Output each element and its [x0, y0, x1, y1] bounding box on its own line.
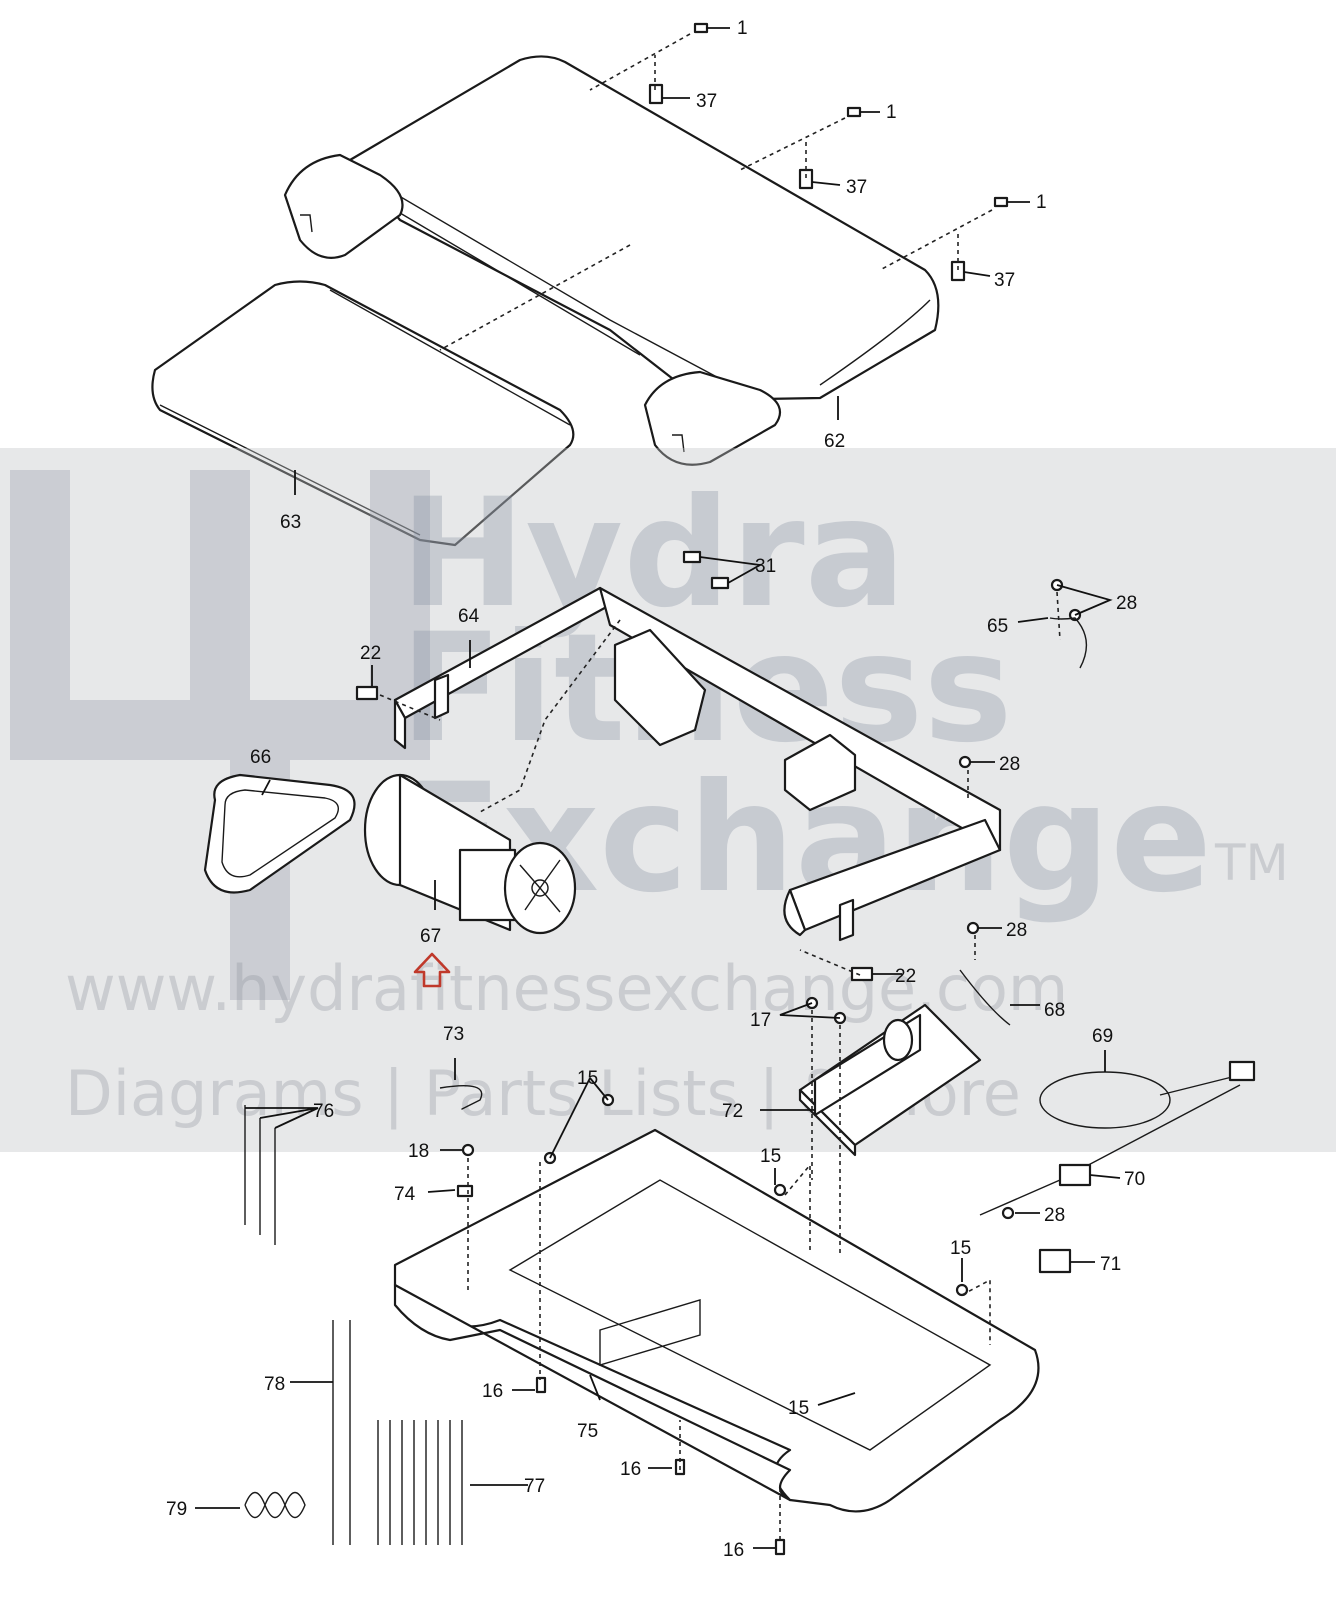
screw-1a-icon	[693, 22, 709, 34]
cord-connector-70-icon	[1058, 1163, 1092, 1187]
clips-79	[244, 1491, 306, 1519]
ground-wire-68	[959, 969, 1011, 1026]
callout-labels: 1 37 1 37 1 37 62 63 31 28 65 64 22 66 2…	[166, 18, 1145, 1561]
label-16: 16	[723, 1540, 744, 1561]
bolt-31b-icon	[710, 576, 730, 590]
label-15: 15	[760, 1146, 781, 1167]
watermark-word-2: Fitness	[400, 602, 1013, 776]
axle-22b-icon	[850, 966, 874, 982]
label-66: 66	[250, 747, 271, 768]
label-62: 62	[824, 431, 845, 452]
label-1: 1	[886, 102, 897, 123]
drive-belt-66	[203, 773, 356, 894]
screw-1b-icon	[846, 106, 862, 118]
watermark-url: www.hydrafitnessexchange.com	[65, 952, 1068, 1025]
label-22: 22	[895, 966, 916, 987]
label-37: 37	[696, 91, 717, 112]
tie-wraps-78	[332, 1320, 351, 1545]
label-28: 28	[1044, 1205, 1065, 1226]
label-68: 68	[1044, 1000, 1065, 1021]
screw-1c-icon	[993, 196, 1009, 208]
watermark-word-1: Hydra	[400, 467, 906, 641]
label-1: 1	[1036, 192, 1047, 213]
controller-board-72	[798, 1003, 982, 1157]
label-73: 73	[443, 1024, 464, 1045]
screw-28-icon	[958, 578, 1082, 1220]
label-28: 28	[1006, 920, 1027, 941]
red-up-arrow-icon	[413, 952, 451, 988]
wires	[439, 617, 1256, 1274]
watermark-trademark: TM	[1214, 834, 1289, 892]
label-64: 64	[458, 606, 480, 627]
bolt-31a-icon	[682, 550, 702, 564]
cable-73	[439, 1085, 483, 1110]
label-1: 1	[737, 18, 748, 39]
label-37: 37	[846, 177, 867, 198]
leader-lines	[195, 27, 1121, 1549]
label-28: 28	[1116, 593, 1137, 614]
label-17: 17	[750, 1010, 771, 1031]
hood-end-cap-left	[283, 153, 404, 259]
switch-71-icon	[1038, 1248, 1072, 1274]
label-69: 69	[1092, 1026, 1113, 1047]
watermark-logo-icon	[10, 470, 430, 1000]
label-72: 72	[722, 1101, 743, 1122]
clip-37c-icon	[950, 260, 966, 282]
label-71: 71	[1100, 1254, 1121, 1275]
tie-wraps-77	[377, 1420, 463, 1545]
motor-hood-base-75	[393, 1128, 1040, 1513]
label-74: 74	[394, 1184, 416, 1205]
label-31: 31	[755, 556, 776, 577]
bracket-74-icon	[456, 1184, 474, 1198]
screw-18-icon	[461, 1143, 475, 1157]
clip-37b-icon	[798, 168, 814, 190]
axle-22a-icon	[355, 685, 379, 701]
label-16: 16	[620, 1459, 641, 1480]
label-15: 15	[577, 1068, 598, 1089]
label-15: 15	[788, 1398, 809, 1419]
assembly-lines	[379, 33, 1061, 1540]
label-63: 63	[280, 512, 301, 533]
label-15: 15	[950, 1238, 971, 1259]
power-plug-icon	[1228, 1060, 1256, 1082]
label-67: 67	[420, 926, 441, 947]
drive-motor-67	[363, 773, 577, 935]
hood-end-cap-right	[643, 370, 782, 466]
label-37: 37	[994, 270, 1015, 291]
front-cover-63	[151, 280, 575, 547]
clip-37a-icon	[648, 83, 664, 105]
hood-cover-62	[348, 55, 940, 402]
label-65: 65	[987, 616, 1008, 637]
label-78: 78	[264, 1374, 285, 1395]
label-28: 28	[999, 754, 1020, 775]
label-77: 77	[524, 1476, 545, 1497]
label-79: 79	[166, 1499, 187, 1520]
label-22: 22	[360, 643, 381, 664]
label-16: 16	[482, 1381, 503, 1402]
label-75: 75	[577, 1421, 598, 1442]
motor-frame-64	[393, 586, 1002, 942]
label-18: 18	[408, 1141, 429, 1162]
label-76: 76	[313, 1101, 334, 1122]
tie-wraps-76	[244, 1105, 276, 1245]
watermark-layer: Hydra Fitness Exchange TM www.hydrafitne…	[0, 448, 1336, 1152]
ground-wire-65	[1049, 617, 1088, 669]
label-70: 70	[1124, 1169, 1145, 1190]
